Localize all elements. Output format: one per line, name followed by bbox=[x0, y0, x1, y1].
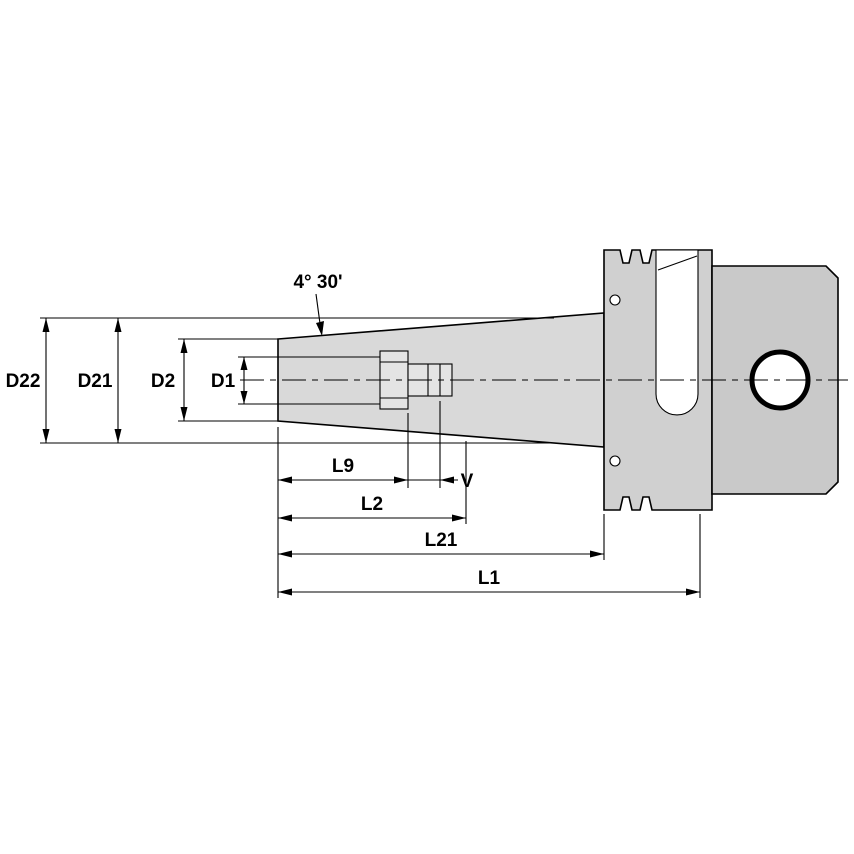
arrow-d1-top bbox=[240, 357, 248, 370]
arrow-d2-bottom bbox=[180, 407, 188, 421]
arrowheads bbox=[42, 318, 700, 596]
label-v: V bbox=[461, 471, 474, 492]
label-d2: D2 bbox=[151, 371, 175, 392]
label-l21: L21 bbox=[425, 530, 458, 551]
label-d1: D1 bbox=[211, 371, 236, 392]
arrow-d21-top bbox=[114, 318, 122, 332]
label-l1: L1 bbox=[478, 568, 501, 589]
arrow-l1-left bbox=[278, 588, 292, 596]
gripper-recess bbox=[655, 249, 699, 416]
arrow-l9-left bbox=[278, 476, 292, 484]
arrow-l21-right bbox=[590, 550, 604, 558]
label-l9: L9 bbox=[332, 456, 354, 477]
arrow-d22-bottom bbox=[42, 429, 50, 443]
arrow-l1-right bbox=[686, 588, 700, 596]
label-d22: D22 bbox=[6, 371, 41, 392]
label-d21: D21 bbox=[78, 371, 113, 392]
arrow-d22-top bbox=[42, 318, 50, 332]
label-angle: 4° 30' bbox=[293, 272, 342, 293]
flange-hole-top bbox=[609, 294, 621, 306]
arrow-angle-leader bbox=[316, 321, 324, 336]
arrow-d21-bottom bbox=[114, 429, 122, 443]
arrow-l21-left bbox=[278, 550, 292, 558]
arrow-l2-right bbox=[452, 514, 466, 522]
label-l2: L2 bbox=[361, 494, 383, 515]
flange-hole-bottom bbox=[609, 455, 621, 467]
arrow-l2-left bbox=[278, 514, 292, 522]
drive-notch-line bbox=[657, 255, 698, 271]
arrow-v-right bbox=[440, 476, 454, 484]
arrow-l9-right bbox=[394, 476, 408, 484]
arrow-d1-bottom bbox=[240, 391, 248, 404]
arrow-d2-top bbox=[180, 339, 188, 353]
extension-lines bbox=[40, 317, 701, 598]
dimension-labels: D22 D21 D2 D1 4° 30' L9 V L2 L21 L1 bbox=[6, 272, 501, 589]
